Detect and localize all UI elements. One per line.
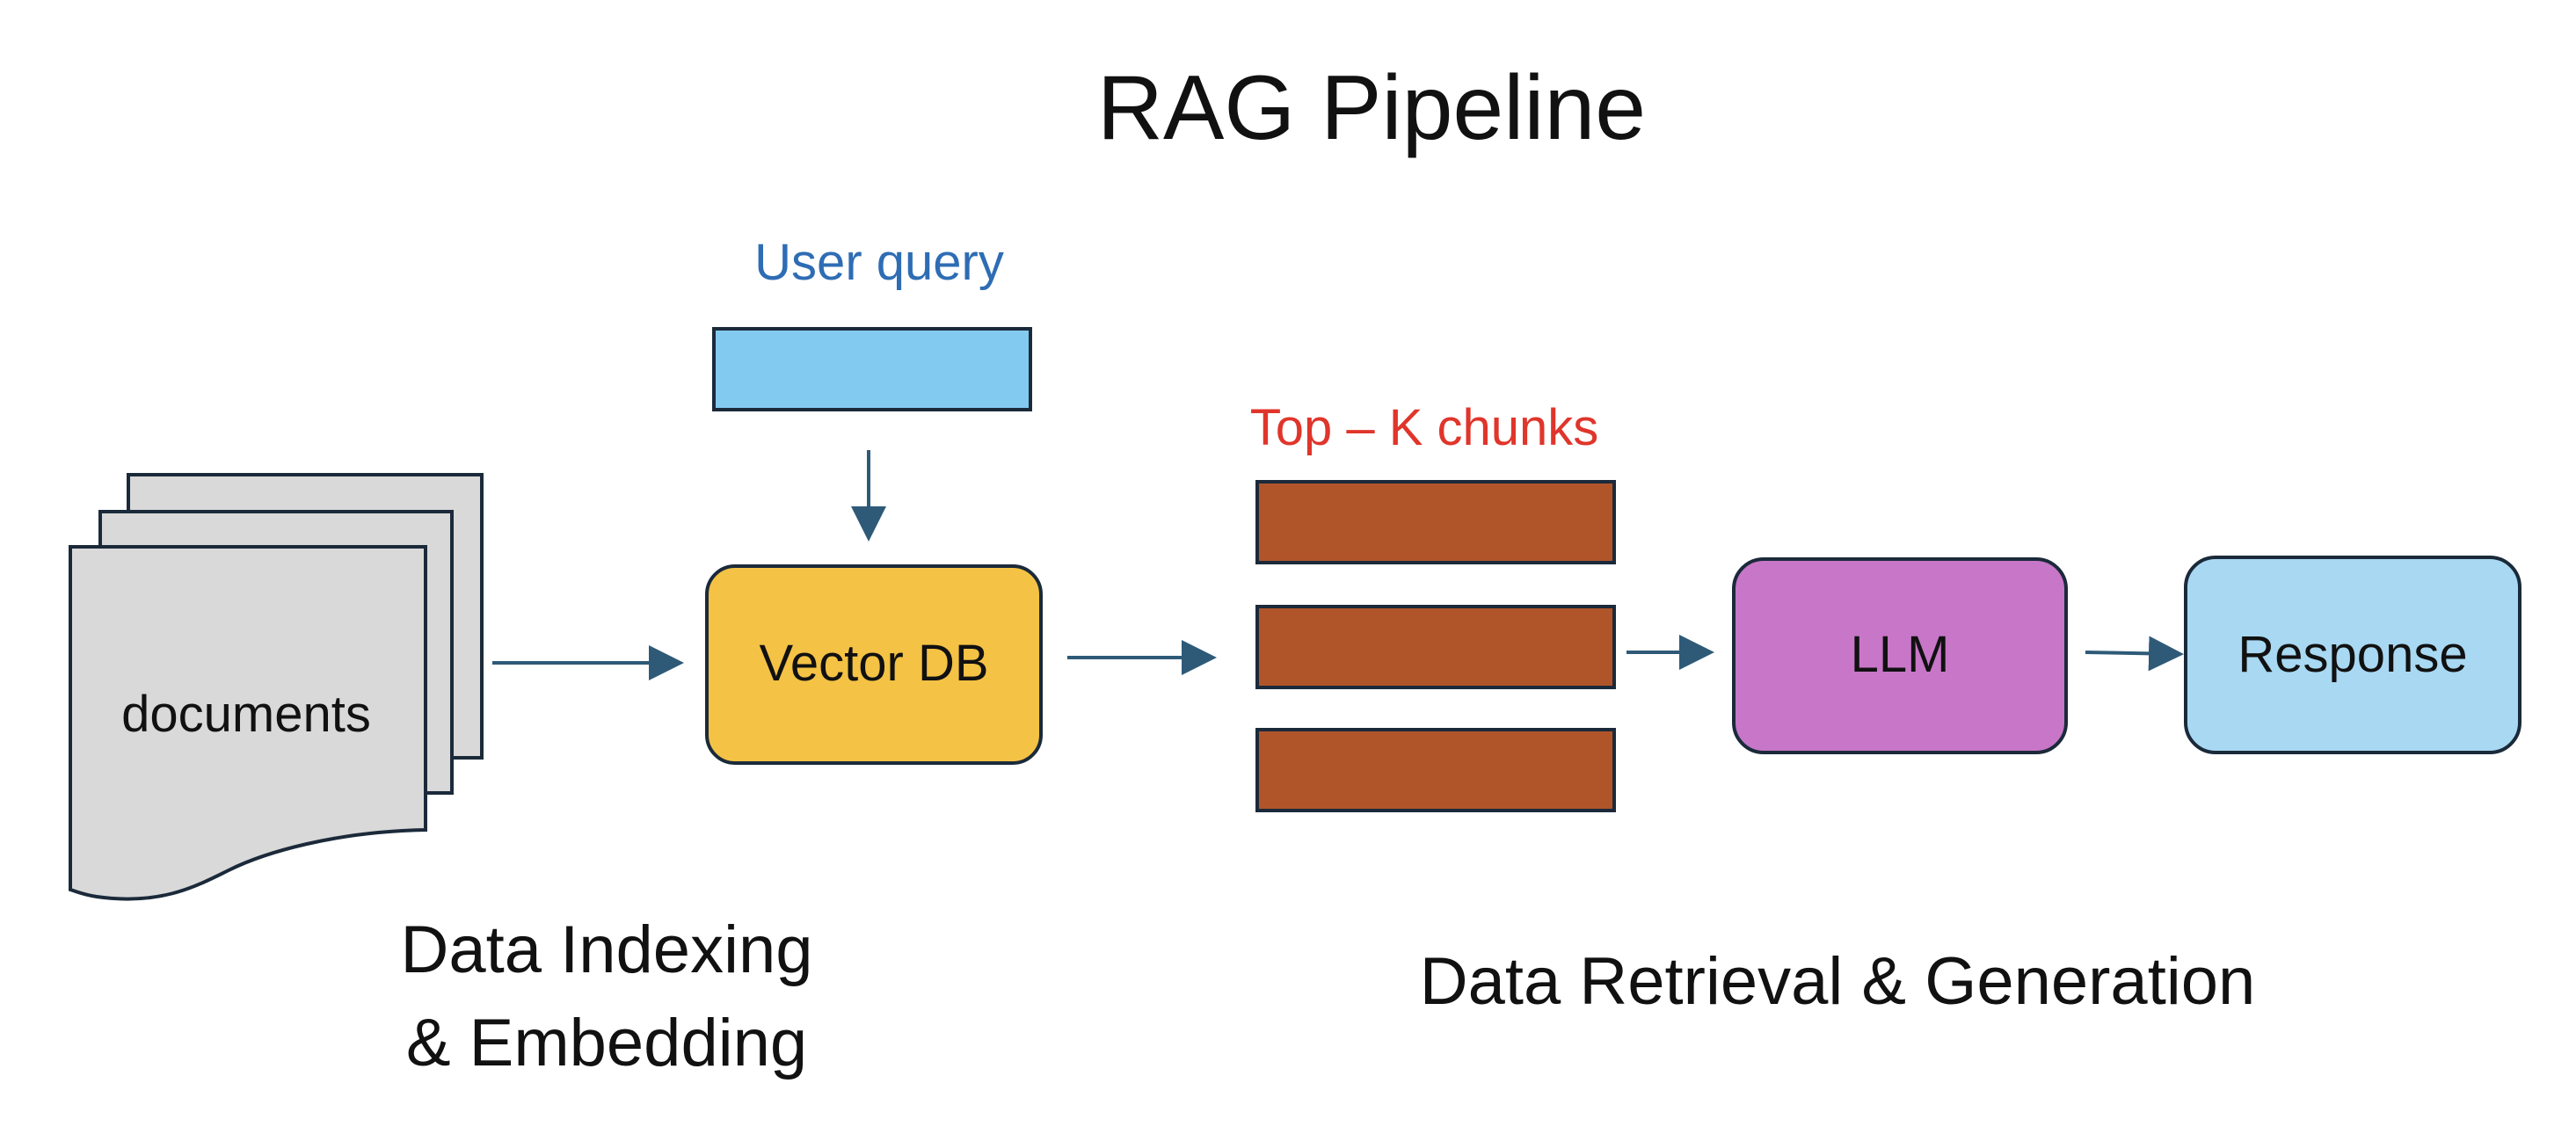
llm-box [1732, 557, 2068, 754]
response-label: Response [2238, 626, 2467, 683]
diagram-title: RAG Pipeline [1097, 57, 1646, 159]
vector-db-box [705, 564, 1043, 765]
vector-db-label: Vector DB [759, 635, 988, 692]
document-page-front [69, 545, 427, 901]
documents-label: documents [121, 686, 371, 743]
user-query-box [712, 327, 1032, 411]
chunk-3 [1255, 728, 1616, 812]
documents-stack [69, 473, 484, 901]
section-retrieval: Data Retrieval & Generation [1420, 944, 2255, 1019]
section-indexing-line1: Data Indexing [401, 913, 813, 987]
arrow-llm-to-response [2085, 636, 2184, 672]
response-box [2184, 556, 2521, 754]
chunk-1 [1255, 480, 1616, 564]
llm-label: LLM [1851, 626, 1950, 683]
top-k-chunks-label: Top – K chunks [1250, 399, 1599, 456]
chunk-2 [1255, 605, 1616, 689]
user-query-label: User query [754, 234, 1004, 291]
section-indexing-line2: & Embedding [406, 1006, 807, 1080]
